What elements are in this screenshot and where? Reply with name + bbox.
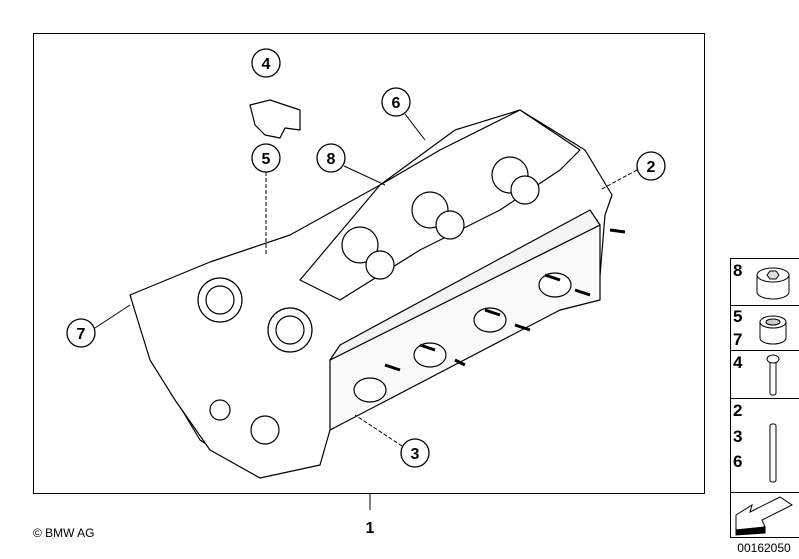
sleeve-icon [759,315,787,345]
callout-label: 5 [262,151,271,168]
parts-legend [730,258,799,538]
copyright: © BMW AG [33,526,95,540]
legend-number: 4 [733,353,743,372]
callout-5[interactable]: 5 [251,143,281,173]
callout-2[interactable]: 2 [636,151,666,181]
stud-icon [769,423,777,483]
callout-6[interactable]: 6 [381,87,411,117]
leader-lines [94,113,638,510]
legend-row-4: 4 [733,353,780,396]
callout-7[interactable]: 7 [66,318,96,348]
callout-label: 2 [647,159,656,176]
legend-number: 8 [733,261,742,280]
legend-number: 6 [733,452,742,471]
legend-row-5-7: 5 7 [733,307,787,349]
legend-number: 3 [733,427,742,446]
callouts: 4 5 6 8 2 7 3 1 [66,48,666,537]
hex-socket-nut-icon [756,267,790,300]
diagram-frame [33,33,705,494]
callout-label: 8 [327,151,336,168]
direction-arrow-icon [735,496,793,536]
bolt-icon [766,354,780,396]
callout-3[interactable]: 3 [400,438,430,468]
main-part-number[interactable]: 1 [366,520,375,537]
legend-number: 5 [733,307,742,326]
cylinder-head-illustration [129,99,626,479]
callout-8[interactable]: 8 [316,143,346,173]
callout-label: 4 [262,56,271,73]
callout-4[interactable]: 4 [251,48,281,78]
legend-number: 2 [733,401,742,420]
legend-row-2-3-6: 2 3 6 [733,401,777,483]
callout-label: 6 [392,95,401,112]
callout-label: 3 [411,446,420,463]
legend-number: 7 [733,330,742,349]
legend-row-8: 8 [733,261,790,300]
callout-label: 7 [77,326,86,343]
drawing-id: 00162050 [737,541,791,555]
